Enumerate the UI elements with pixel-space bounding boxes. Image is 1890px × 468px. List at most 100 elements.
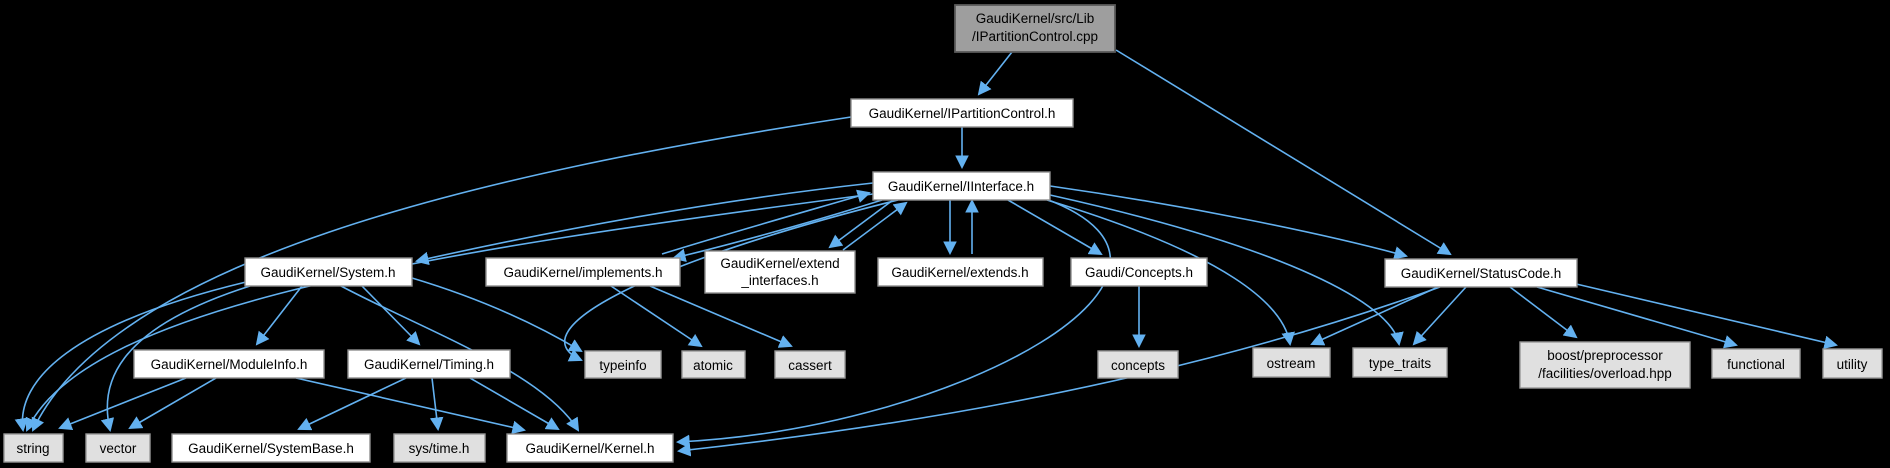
node-vector-box <box>85 433 151 463</box>
node-concepts-h[interactable]: Gaudi/Concepts.h <box>1070 257 1208 287</box>
node-atomic: atomic <box>681 350 746 379</box>
node-type-traits: type_traits <box>1352 347 1448 378</box>
edge-ipartitioncontrol-string <box>31 116 852 432</box>
node-sys-time: sys/time.h <box>393 433 486 463</box>
node-extends-box[interactable] <box>877 257 1044 287</box>
edge-iinterface-statuscode <box>1049 185 1408 260</box>
node-cassert: cassert <box>774 350 846 379</box>
node-boost-overload-label-line2: /facilities/overload.hpp <box>1538 366 1672 381</box>
node-kernel[interactable]: GaudiKernel/Kernel.h <box>506 433 674 463</box>
node-type-traits-label: type_traits <box>1369 356 1432 371</box>
node-statuscode-box[interactable] <box>1384 258 1578 288</box>
node-iinterface-label: GaudiKernel/IInterface.h <box>888 179 1034 194</box>
edge-moduleinfo-string <box>58 377 187 431</box>
edge-cpp-statuscode <box>1115 49 1452 256</box>
node-ipartitioncontrol-box[interactable] <box>850 98 1074 128</box>
edge-statuscode-functional <box>1536 286 1738 349</box>
node-ipartitioncontrol-label: GaudiKernel/IPartitionControl.h <box>869 106 1056 121</box>
edge-iinterface-type_traits <box>1049 194 1404 347</box>
node-timing[interactable]: GaudiKernel/Timing.h <box>347 349 511 379</box>
edge-moduleinfo-kernel <box>295 377 526 435</box>
edge-iinterface-ostream <box>1046 199 1295 347</box>
edge-system-typeinfo <box>411 277 583 353</box>
node-implements[interactable]: GaudiKernel/implements.h <box>485 257 681 287</box>
edge-statuscode-kernel <box>676 286 1441 457</box>
node-extend-interfaces-box[interactable] <box>704 250 856 294</box>
node-ostream-label: ostream <box>1267 356 1316 371</box>
node-type-traits-box <box>1352 347 1448 378</box>
edge-system-moduleinfo <box>255 285 303 346</box>
edge-cpp-ipartitioncontrol <box>977 51 1013 96</box>
node-ostream-box <box>1252 347 1331 378</box>
node-extends-label: GaudiKernel/extends.h <box>891 265 1028 280</box>
edge-implements-cassert <box>649 285 793 348</box>
node-cpp-label-line2: /IPartitionControl.cpp <box>972 29 1098 44</box>
node-concepts-std: concepts <box>1097 350 1179 379</box>
node-functional: functional <box>1711 348 1801 379</box>
node-system-box[interactable] <box>244 257 413 287</box>
node-systembase-box[interactable] <box>171 433 371 463</box>
node-cassert-label: cassert <box>788 358 832 373</box>
edge-iinterface-system <box>415 182 874 266</box>
node-ipartitioncontrol[interactable]: GaudiKernel/IPartitionControl.h <box>850 98 1074 128</box>
node-extend-interfaces-label-line2: _interfaces.h <box>740 273 818 288</box>
node-statuscode[interactable]: GaudiKernel/StatusCode.h <box>1384 258 1578 288</box>
edge-statuscode-ostream <box>1310 286 1439 346</box>
node-concepts-h-label: Gaudi/Concepts.h <box>1085 265 1193 280</box>
node-concepts-h-box[interactable] <box>1070 257 1208 287</box>
node-extend-interfaces[interactable]: GaudiKernel/extend _interfaces.h <box>704 250 856 294</box>
node-sys-time-label: sys/time.h <box>409 441 470 456</box>
edge-system-timing <box>361 285 421 346</box>
node-string: string <box>3 433 64 463</box>
node-ostream: ostream <box>1252 347 1331 378</box>
node-systembase-label: GaudiKernel/SystemBase.h <box>188 441 354 456</box>
node-systembase[interactable]: GaudiKernel/SystemBase.h <box>171 433 371 463</box>
node-timing-box[interactable] <box>347 349 511 379</box>
node-vector-label: vector <box>100 441 137 456</box>
edge-iinterface-string <box>25 193 874 432</box>
node-iinterface[interactable]: GaudiKernel/IInterface.h <box>872 171 1051 201</box>
node-moduleinfo[interactable]: GaudiKernel/ModuleInfo.h <box>133 349 325 379</box>
node-concepts-std-label: concepts <box>1111 358 1165 373</box>
edge-statuscode-boost_overload <box>1509 286 1578 339</box>
edge-statuscode-type_traits <box>1412 286 1467 346</box>
node-system-label: GaudiKernel/System.h <box>260 265 395 280</box>
node-cpp: GaudiKernel/src/Lib /IPartitionControl.c… <box>954 4 1116 53</box>
node-implements-label: GaudiKernel/implements.h <box>503 265 662 280</box>
node-cpp-box <box>954 4 1116 53</box>
edge-iinterface-extend_interfaces <box>828 199 894 249</box>
node-utility: utility <box>1822 348 1883 379</box>
node-cassert-box <box>774 350 846 379</box>
edge-iinterface-concepts_h <box>1007 199 1103 256</box>
node-system[interactable]: GaudiKernel/System.h <box>244 257 413 287</box>
node-typeinfo-box <box>584 350 662 379</box>
node-atomic-label: atomic <box>693 358 733 373</box>
node-boost-overload: boost/preprocessor /facilities/overload.… <box>1519 341 1691 389</box>
edge-timing-kernel <box>469 377 560 431</box>
edge-timing-sys_time <box>429 377 444 432</box>
edge-moduleinfo-vector <box>128 377 217 430</box>
node-boost-overload-box <box>1519 341 1691 389</box>
node-kernel-box[interactable] <box>506 433 674 463</box>
node-vector: vector <box>85 433 151 463</box>
node-implements-box[interactable] <box>485 257 681 287</box>
edge-system-string <box>14 281 247 433</box>
node-typeinfo-label: typeinfo <box>599 358 646 373</box>
node-extends[interactable]: GaudiKernel/extends.h <box>877 257 1044 287</box>
node-concepts-std-box <box>1097 350 1179 379</box>
edge-iinterface-kernel <box>675 198 1112 449</box>
node-cpp-label-line1: GaudiKernel/src/Lib <box>976 11 1095 26</box>
edge-iinterface-typeinfo <box>563 199 899 362</box>
node-iinterface-box[interactable] <box>872 171 1051 201</box>
node-kernel-label: GaudiKernel/Kernel.h <box>525 441 654 456</box>
node-extend-interfaces-label-line1: GaudiKernel/extend <box>720 256 839 271</box>
node-moduleinfo-box[interactable] <box>133 349 325 379</box>
edge-extend_interfaces-iinterface <box>842 201 908 251</box>
node-atomic-box <box>681 350 746 379</box>
node-moduleinfo-label: GaudiKernel/ModuleInfo.h <box>151 357 308 372</box>
node-string-label: string <box>16 441 49 456</box>
edge-iinterface-implements <box>672 199 883 262</box>
node-functional-box <box>1711 348 1801 379</box>
